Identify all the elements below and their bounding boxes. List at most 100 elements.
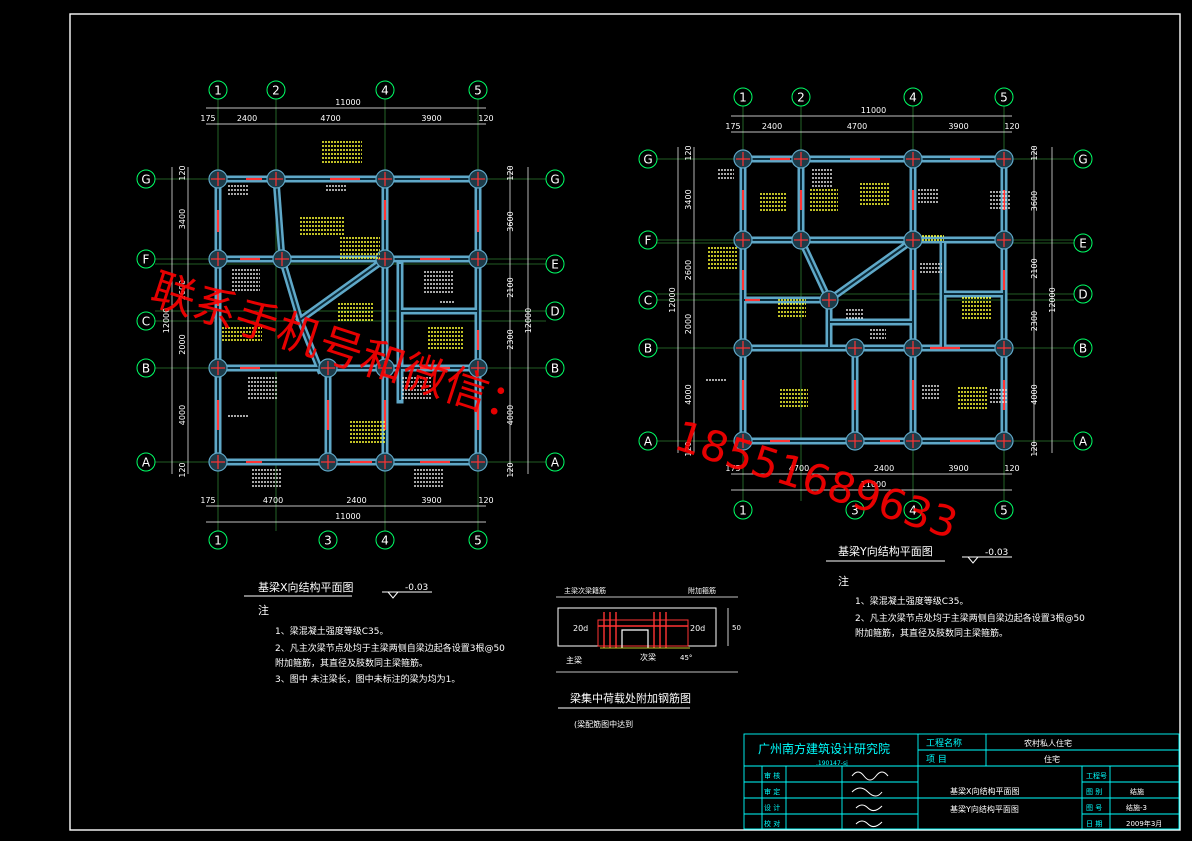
plan-x-legend: 基梁X向结构平面图 -0.03 注 1、梁混凝土强度等级C35。 2、凡主次梁节… bbox=[244, 580, 505, 685]
axis-bottom-3-label: 3 bbox=[851, 504, 859, 518]
axis-left-A bbox=[136, 452, 156, 472]
role-1: 审 核 bbox=[764, 771, 780, 780]
axis-bottom-1 bbox=[208, 530, 228, 550]
axis-top-2-label: 2 bbox=[797, 91, 805, 105]
plan_x-dim-right-4: 4000 bbox=[506, 405, 515, 425]
axis-top-2 bbox=[266, 80, 286, 100]
plan_y-dim-left-2: 2600 bbox=[684, 260, 693, 280]
plan_y-dim-bottom-4: 120 bbox=[1004, 464, 1019, 473]
right-value-4: 2009年3月 bbox=[1126, 819, 1162, 828]
plan_x-dim-left-1: 3400 bbox=[178, 209, 187, 229]
item-value: 住宅 bbox=[1044, 754, 1060, 764]
plan_x-dim-left-2: 2600 bbox=[178, 280, 187, 300]
plan_y-dim-total-bottom: 11000 bbox=[861, 480, 886, 489]
role-3: 设 计 bbox=[764, 803, 780, 812]
plan_x-dim-top-1: 2400 bbox=[237, 114, 257, 123]
axis-right-E-label: E bbox=[1079, 237, 1087, 251]
project-label: 工程名称 bbox=[926, 737, 962, 749]
axis-right-B bbox=[545, 358, 565, 378]
axis-top-5-label: 5 bbox=[474, 84, 482, 98]
signatures bbox=[851, 771, 889, 828]
plan_x-dim-right-1: 3600 bbox=[506, 211, 515, 231]
axis-left-G bbox=[638, 149, 658, 169]
role-4: 校 对 bbox=[764, 819, 780, 828]
axis-top-1 bbox=[733, 87, 753, 107]
axis-top-1-label: 1 bbox=[739, 91, 747, 105]
plan_x-dim-top-2: 4700 bbox=[320, 114, 340, 123]
axis-left-F-label: F bbox=[645, 234, 652, 248]
detail-dim-left: 20d bbox=[573, 624, 588, 633]
plan_y-dim-top-2: 4700 bbox=[847, 122, 867, 131]
axis-top-5 bbox=[994, 87, 1014, 107]
plan_y-dim-top-4: 120 bbox=[1004, 122, 1019, 131]
plan_y-dim-left-3: 2000 bbox=[684, 314, 693, 334]
plan_x-dim-total-bottom: 11000 bbox=[335, 512, 360, 521]
axis-right-B-label: B bbox=[551, 362, 559, 376]
axis-bottom-3 bbox=[318, 530, 338, 550]
axis-top-4-label: 4 bbox=[381, 84, 389, 98]
axis-top-4 bbox=[375, 80, 395, 100]
axis-right-G bbox=[545, 169, 565, 189]
plan_x-dim-top-0: 175 bbox=[200, 114, 215, 123]
plan_y-dim-bottom-1: 4700 bbox=[789, 464, 809, 473]
plan_y-dim-right-0: 120 bbox=[1030, 145, 1039, 160]
plan_y-dim-left-1: 3400 bbox=[684, 189, 693, 209]
plan_y-dim-right-4: 4000 bbox=[1030, 384, 1039, 404]
plan_y-dim-bottom-0: 175 bbox=[725, 464, 740, 473]
right-value-3: 结施-3 bbox=[1126, 803, 1147, 812]
plan_x-dim-right-3: 2300 bbox=[506, 329, 515, 349]
right-value-2: 结施 bbox=[1130, 787, 1144, 796]
plan-x-level: -0.03 bbox=[405, 583, 428, 593]
axis-left-G-label: G bbox=[643, 153, 652, 167]
detail-subtitle: (梁配筋图中达到 bbox=[574, 719, 633, 729]
axis-bottom-4-label: 4 bbox=[909, 504, 917, 518]
axis-left-B-label: B bbox=[142, 362, 150, 376]
plan_y-dim-right-2: 2100 bbox=[1030, 258, 1039, 278]
axis-bottom-5-label: 5 bbox=[474, 534, 482, 548]
plan_x-dim-right-0: 120 bbox=[506, 165, 515, 180]
plan_x-dim-total-right: 12000 bbox=[524, 308, 533, 333]
plan-y-note-2: 2、凡主次梁节点处均于主梁两侧自梁边起各设置3根@50 bbox=[855, 612, 1085, 624]
plan_y-dim-total-right: 12000 bbox=[1048, 287, 1057, 312]
plan_y-dim-bottom-3: 3900 bbox=[948, 464, 968, 473]
detail-label-top: 主梁次梁籍筋 bbox=[564, 586, 606, 595]
plan_x-beam-annotations bbox=[222, 141, 464, 487]
institute-name: 广州南方建筑设计研究院 bbox=[758, 741, 890, 756]
axis-right-D-label: D bbox=[550, 305, 559, 319]
detail-angle: 45° bbox=[680, 654, 692, 662]
detail-dim-50: 50 bbox=[732, 624, 741, 632]
plan_x-dim-bottom-3: 3900 bbox=[421, 496, 441, 505]
detail-label-secondary: 次梁 bbox=[640, 652, 656, 662]
axis-bottom-1-label: 1 bbox=[739, 504, 747, 518]
axis-left-B bbox=[638, 338, 658, 358]
axis-bottom-4-label: 4 bbox=[381, 534, 389, 548]
detail-dim-right: 20d bbox=[690, 624, 705, 633]
axis-left-C-label: C bbox=[644, 294, 652, 308]
axis-left-C bbox=[638, 290, 658, 310]
axis-bottom-3-label: 3 bbox=[324, 534, 332, 548]
axis-top-4 bbox=[903, 87, 923, 107]
plan_x-dim-top-3: 3900 bbox=[421, 114, 441, 123]
plan_x-dim-bottom-0: 175 bbox=[200, 496, 215, 505]
plan-y-note-3: 附加箍筋，其直径及肢数同主梁箍筋。 bbox=[855, 627, 1008, 639]
axis-top-1-label: 1 bbox=[214, 84, 222, 98]
plan_y-dim-right-3: 2300 bbox=[1030, 311, 1039, 331]
detail-label-main: 主梁 bbox=[566, 655, 582, 665]
plan_y-dim-top-1: 2400 bbox=[762, 122, 782, 131]
axis-right-E-label: E bbox=[551, 258, 559, 272]
axis-left-G-label: G bbox=[141, 173, 150, 187]
axis-left-F bbox=[136, 249, 156, 269]
drawing-frame bbox=[69, 13, 1181, 831]
axis-right-A-label: A bbox=[551, 456, 560, 470]
axis-right-G-label: G bbox=[1078, 153, 1087, 167]
axis-right-B bbox=[1073, 338, 1093, 358]
axis-right-G bbox=[1073, 149, 1093, 169]
detail-title: 梁集中荷载处附加钢筋图 bbox=[570, 691, 691, 705]
axis-left-C bbox=[136, 311, 156, 331]
detail-label-extra: 附加箍筋 bbox=[688, 586, 716, 595]
